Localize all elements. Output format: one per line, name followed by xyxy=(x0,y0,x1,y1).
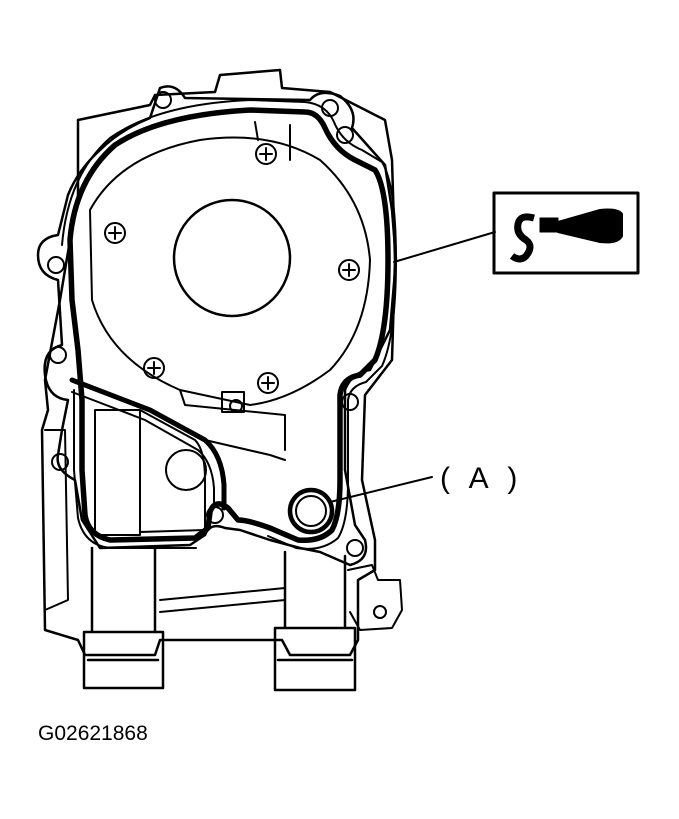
sealant-leader-line xyxy=(393,231,496,263)
lower-cavity xyxy=(94,409,206,536)
lower-right-bracket xyxy=(347,564,403,631)
figure-id: G02621868 xyxy=(38,722,148,745)
plate-bolt xyxy=(221,391,245,413)
sealant-bead-diagonal-edge xyxy=(71,391,215,507)
callout-label-a: ( A ) xyxy=(440,462,523,495)
left-pipe xyxy=(82,546,165,690)
lower-frame-lines xyxy=(159,587,286,613)
gasket-flange-outer xyxy=(36,85,398,567)
o-ring-leader-line xyxy=(329,476,433,503)
o-ring-inner xyxy=(295,495,327,527)
rotor-cover-plate xyxy=(89,136,371,406)
o-ring-outer xyxy=(287,487,335,535)
flange-bolt-holes xyxy=(47,91,387,619)
sealant-bead xyxy=(67,107,391,544)
sealant-tube-icon xyxy=(492,191,640,275)
cover-plate-step xyxy=(179,121,291,461)
cover-screws xyxy=(104,143,360,394)
housing-left-edge xyxy=(44,119,79,611)
central-bore xyxy=(172,198,292,318)
cavity-hole xyxy=(165,449,207,491)
housing-block xyxy=(40,68,397,657)
right-pipe xyxy=(273,550,357,692)
